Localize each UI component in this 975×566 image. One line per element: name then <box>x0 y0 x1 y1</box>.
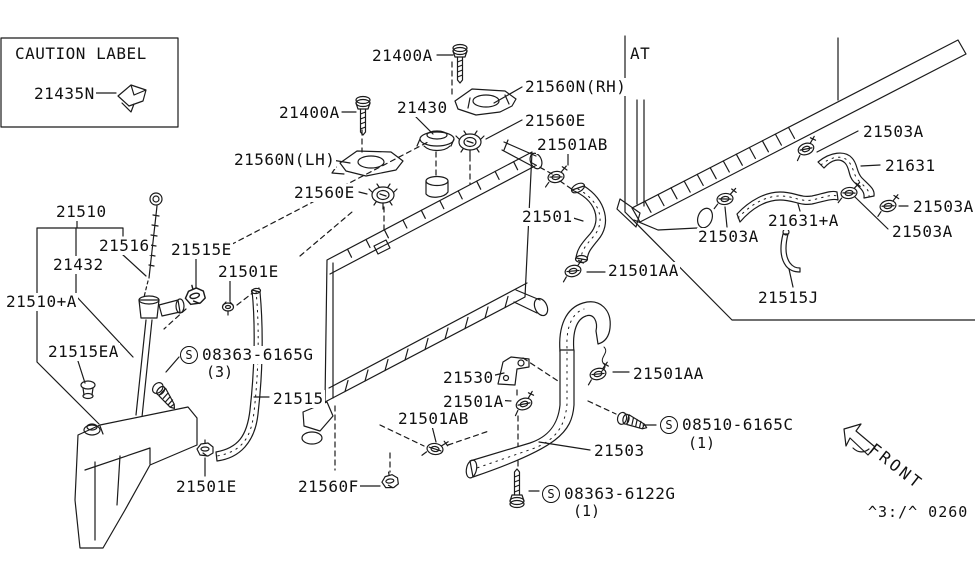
bracket-21560n-rh <box>454 88 517 116</box>
bolt-21400a-top <box>452 43 468 84</box>
part-label-21501: 21501 <box>521 207 574 226</box>
part-label-21503a-2: 21503A <box>912 197 975 216</box>
part-label-21400a-left: 21400A <box>278 103 341 122</box>
part-label-21501aa-right: 21501AA <box>607 261 680 280</box>
part-label-21515ea: 21515EA <box>47 342 120 361</box>
clamp-21503a-4 <box>711 187 739 210</box>
part-label-21560n-lh: 21560N(LH) <box>233 150 337 169</box>
dipstick-dash <box>143 280 149 298</box>
part-label-21503a-3: 21503A <box>891 222 954 241</box>
clip-21501e-lower <box>196 439 214 457</box>
front-arrow <box>843 423 876 456</box>
nut-21501e-upper <box>221 301 235 316</box>
part-label-21515e: 21515E <box>170 240 233 259</box>
clamp-21501aa-right <box>558 258 588 283</box>
clamp-21503a-2 <box>873 194 903 217</box>
part-label-21503a-1: 21503A <box>862 122 925 141</box>
at-section-label: AT <box>629 44 652 63</box>
part-label-21530: 21530 <box>442 368 495 387</box>
clamp-21501aa-lower <box>583 361 613 386</box>
part-label-21503a-4: 21503A <box>697 227 760 246</box>
callout-qty-08363-6122g: (1) <box>573 502 601 520</box>
part-label-21430: 21430 <box>396 98 449 117</box>
callout-qty-08363-6165g: (3) <box>206 363 234 381</box>
standard-part-number: 08363-6165G <box>202 345 314 365</box>
part-label-21501ab-lower: 21501AB <box>397 409 470 428</box>
bolt-08363-6122g <box>509 468 525 509</box>
caution-box-frame <box>0 37 179 128</box>
callout-qty-08510-6165c: (1) <box>688 434 716 452</box>
clip-21560f <box>380 470 400 490</box>
part-label-21432: 21432 <box>52 255 105 274</box>
callout-08363-6122g: S 08363-6122G <box>542 484 676 504</box>
part-label-21560e-left: 21560E <box>293 183 356 202</box>
callout-08363-6165g: S 08363-6165G <box>180 345 314 365</box>
standard-part-symbol: S <box>660 416 678 434</box>
grommet-21515ea <box>80 380 96 400</box>
hose-21503 <box>465 301 611 479</box>
part-label-21510: 21510 <box>55 202 108 221</box>
reservoir-dipstick-assembly <box>74 192 198 549</box>
clamp-21501ab-right <box>542 165 570 188</box>
hose-21631a <box>736 190 839 223</box>
clamp-21501a <box>509 390 539 417</box>
hose-21501 <box>570 182 607 264</box>
part-label-21560n-rh: 21560N(RH) <box>524 77 628 96</box>
standard-part-symbol: S <box>542 485 560 503</box>
part-label-21501a: 21501A <box>442 392 505 411</box>
part-label-21501ab-right: 21501AB <box>536 135 609 154</box>
bolt-21400a-left <box>355 95 371 136</box>
part-label-21501e-lower: 21501E <box>175 477 238 496</box>
radiator <box>301 139 549 445</box>
screw-08363-6165g <box>149 379 182 411</box>
clamp-21501ab-lower <box>421 437 449 460</box>
part-label-21503: 21503 <box>593 441 646 460</box>
standard-part-symbol: S <box>180 346 198 364</box>
bracket-21560n-lh <box>331 150 404 177</box>
clip-21515e <box>181 282 207 308</box>
tube-21515j <box>780 228 801 273</box>
part-label-21560f: 21560F <box>297 477 360 496</box>
part-label-21560e-right: 21560E <box>524 111 587 130</box>
part-label-21501e-upper: 21501E <box>217 262 280 281</box>
part-label-21631: 21631 <box>884 156 937 175</box>
part-label-21516: 21516 <box>98 236 151 255</box>
part-label-21510a: 21510+A <box>5 292 78 311</box>
bracket-21530 <box>497 356 530 386</box>
part-label-21515: 21515 <box>272 389 325 408</box>
part-label-21515j: 21515J <box>757 288 820 307</box>
part-label-21435n: 21435N <box>33 84 96 103</box>
doc-code: ^3:/^ 0260 <box>868 503 969 521</box>
part-label-21501aa-lower: 21501AA <box>632 364 705 383</box>
part-label-21631a: 21631+A <box>767 211 840 230</box>
standard-part-number: 08510-6165C <box>682 415 794 435</box>
caution-box-title: CAUTION LABEL <box>14 44 148 63</box>
callout-08510-6165c: S 08510-6165C <box>660 415 794 435</box>
standard-part-number: 08363-6122G <box>564 484 676 504</box>
screw-08510-6165c <box>615 410 650 431</box>
part-label-21400a-top: 21400A <box>371 46 434 65</box>
mount-21560e-right <box>455 130 485 157</box>
mount-21560e-left <box>368 183 398 210</box>
radiator-cap <box>416 130 455 152</box>
